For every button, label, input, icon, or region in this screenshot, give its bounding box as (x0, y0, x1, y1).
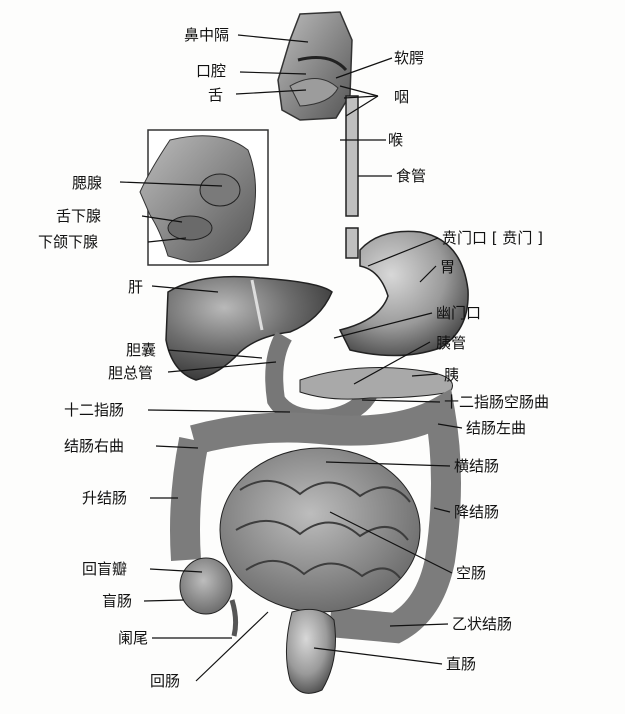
head-section (278, 12, 352, 120)
label-gallbladder: 胆囊 (126, 341, 156, 359)
label-larynx: 喉 (388, 131, 403, 149)
label-liver: 肝 (128, 278, 143, 296)
label-common-bile-duct: 胆总管 (108, 364, 153, 382)
label-esophagus: 食管 (396, 167, 426, 185)
label-pharynx: 咽 (394, 88, 409, 106)
label-left-colic-flexure: 结肠左曲 (466, 419, 526, 437)
label-ileocecal-valve: 回盲瓣 (82, 560, 127, 578)
label-right-colic-flexure: 结肠右曲 (64, 437, 124, 455)
label-descending-colon: 降结肠 (454, 503, 499, 521)
label-duodenum: 十二指肠 (64, 401, 124, 419)
label-appendix: 阑尾 (118, 629, 148, 647)
esophagus-tube (346, 96, 358, 258)
label-transverse-colon: 横结肠 (454, 457, 499, 475)
label-pylorus: 幽门口 (436, 304, 481, 322)
label-ileum: 回肠 (150, 672, 180, 690)
label-submandibular-gland: 下颌下腺 (38, 233, 98, 251)
label-duodenojejunal-flexure: 十二指肠空肠曲 (444, 393, 549, 411)
label-nasal-septum: 鼻中隔 (184, 26, 229, 44)
small-intestine (220, 448, 420, 612)
label-parotid-gland: 腮腺 (72, 174, 102, 192)
label-stomach: 胃 (440, 258, 455, 276)
label-oral-cavity: 口腔 (196, 62, 226, 80)
label-ascending-colon: 升结肠 (82, 489, 127, 507)
label-cardia: 贲门口 [ 贲门 ] (442, 229, 543, 247)
label-soft-palate: 软腭 (394, 49, 424, 67)
label-sublingual-gland: 舌下腺 (56, 207, 101, 225)
label-pancreas: 胰 (444, 366, 459, 384)
label-sigmoid-colon: 乙状结肠 (452, 615, 512, 633)
label-pancreatic-duct: 胰管 (436, 334, 466, 352)
label-jejunum: 空肠 (456, 564, 486, 582)
face-panel (140, 130, 268, 265)
label-cecum: 盲肠 (102, 592, 132, 610)
label-tongue: 舌 (208, 86, 223, 104)
rectum-shape (286, 609, 335, 693)
label-rectum: 直肠 (446, 655, 476, 673)
